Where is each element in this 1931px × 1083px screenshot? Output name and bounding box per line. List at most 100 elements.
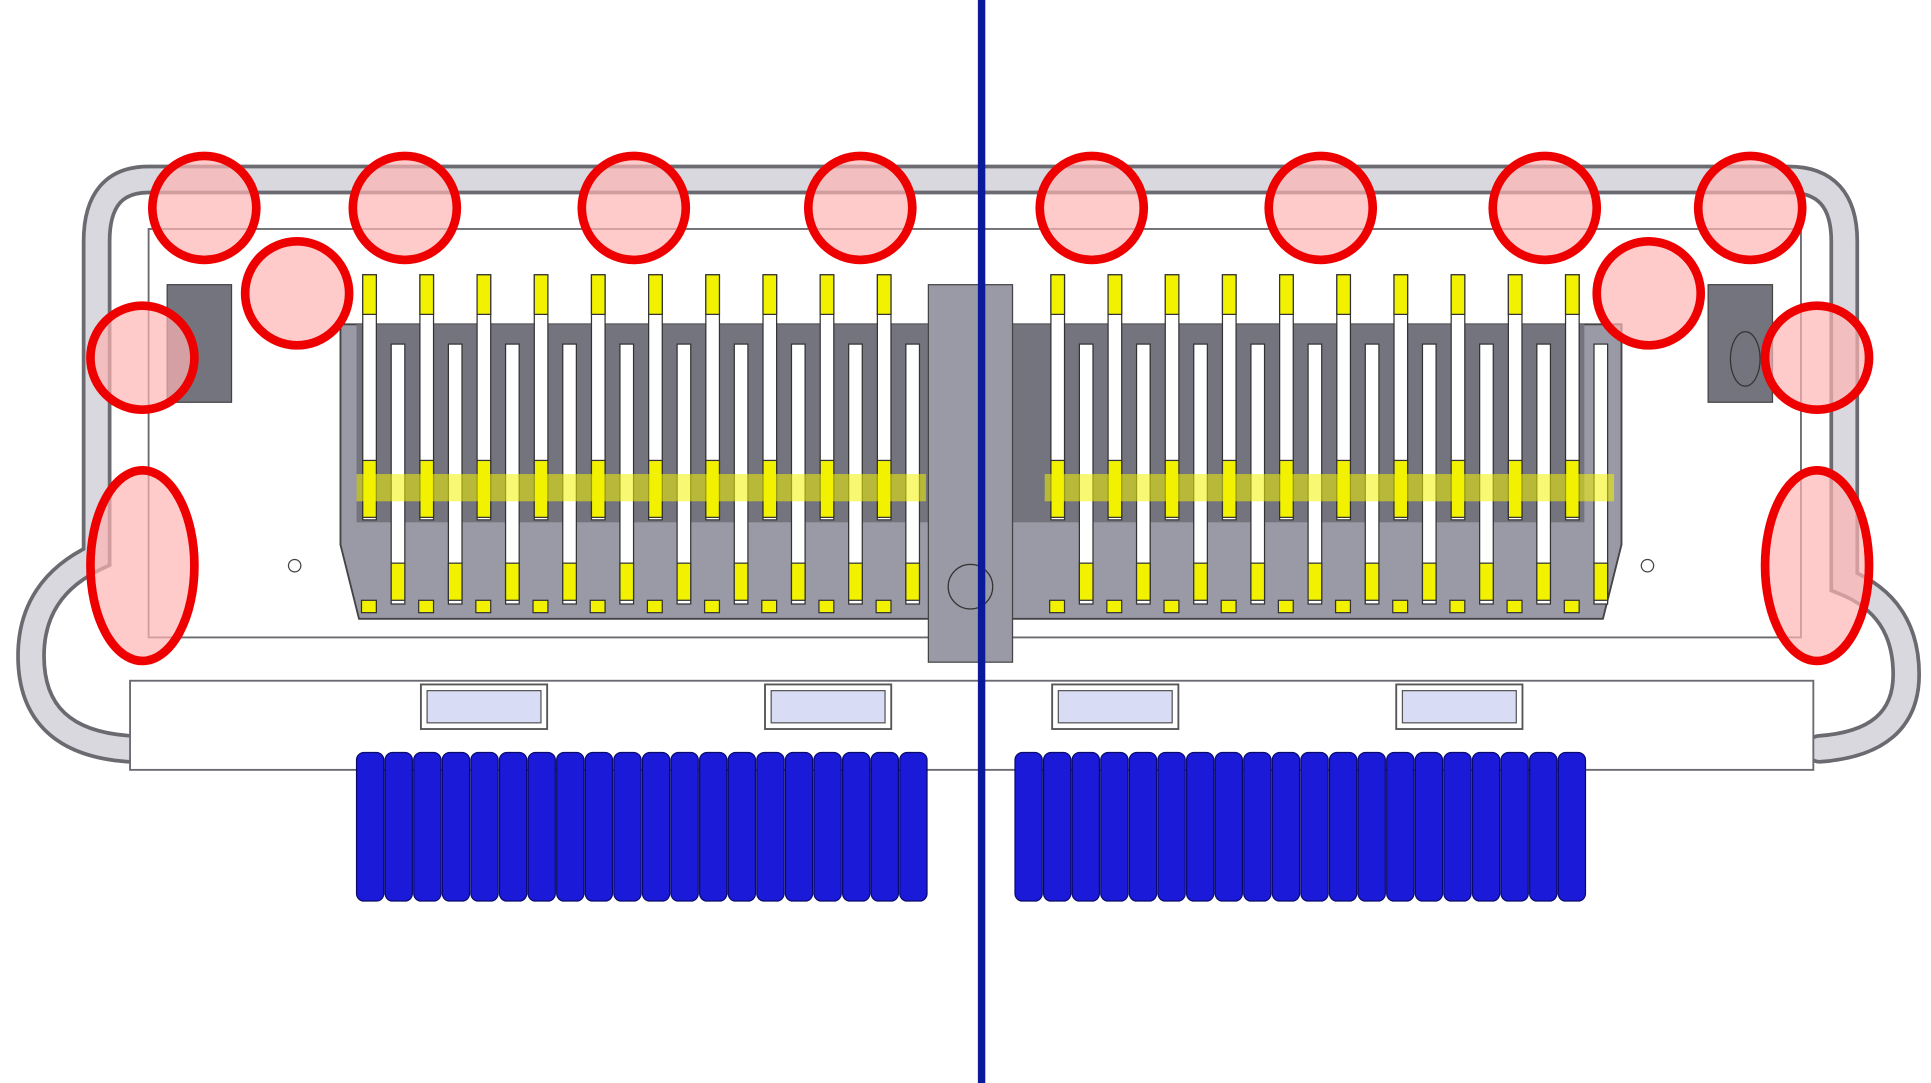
fin xyxy=(1271,751,1301,902)
fin xyxy=(1443,751,1472,902)
fin xyxy=(841,751,871,902)
pin-pad xyxy=(1334,599,1352,614)
highlight-circle xyxy=(1488,151,1602,265)
pin-pad xyxy=(1506,599,1523,614)
pin-pad xyxy=(1106,599,1123,614)
fin xyxy=(1557,751,1587,902)
right-block xyxy=(1707,284,1774,403)
fin xyxy=(1471,751,1501,902)
pin-foot xyxy=(733,562,749,601)
fin xyxy=(1357,751,1386,902)
pin-foot xyxy=(390,562,406,601)
highlight-circles xyxy=(86,151,1874,666)
pin-pad xyxy=(761,599,778,614)
pin-foot xyxy=(790,562,806,601)
fin xyxy=(1100,751,1129,902)
fin xyxy=(699,751,728,902)
fin xyxy=(470,751,499,902)
pin-tip xyxy=(1507,274,1523,315)
highlight-circle xyxy=(1760,301,1874,415)
pin-tip xyxy=(876,274,892,315)
pin-tip xyxy=(1393,274,1409,315)
pin-pad xyxy=(475,599,492,614)
fin xyxy=(1529,751,1558,902)
fin xyxy=(1414,751,1444,902)
pin-foot xyxy=(1078,562,1094,601)
center-boss xyxy=(947,563,994,610)
pin-foot xyxy=(562,562,577,601)
pin-pad xyxy=(1049,599,1066,614)
pin-pad xyxy=(1277,599,1294,614)
fin xyxy=(784,751,814,902)
pin-tip xyxy=(648,274,663,315)
highlight-circle xyxy=(147,151,261,265)
pin-pad xyxy=(1163,599,1180,614)
fin xyxy=(727,751,757,902)
fin xyxy=(813,751,842,902)
pin-pad xyxy=(646,599,663,614)
pin-tip xyxy=(705,274,721,315)
pin-foot xyxy=(1593,562,1609,601)
fin xyxy=(870,751,900,902)
pin-foot xyxy=(504,562,520,601)
pin-tip xyxy=(1107,274,1123,315)
pin-foot xyxy=(1193,562,1208,601)
pin-tip xyxy=(762,274,778,315)
pin-tip xyxy=(476,274,492,315)
highlight-circle xyxy=(1693,151,1807,265)
pin-foot xyxy=(619,562,635,601)
screw-hole xyxy=(1640,558,1655,573)
fin xyxy=(1300,751,1329,902)
pin-pad xyxy=(532,599,549,614)
pin-foot xyxy=(1307,562,1323,601)
fin xyxy=(498,751,528,902)
pin-pad xyxy=(418,599,435,614)
pin-foot xyxy=(676,562,692,601)
pin-pad xyxy=(1449,599,1466,614)
pin-tip xyxy=(590,274,606,315)
fin xyxy=(1014,751,1043,902)
fin xyxy=(1386,751,1415,902)
fin xyxy=(1071,751,1101,902)
fin xyxy=(413,751,442,902)
fin xyxy=(384,751,413,902)
pin-tip xyxy=(362,274,377,315)
pin-tip xyxy=(1221,274,1237,315)
pin-pad xyxy=(1563,599,1580,614)
pin-foot xyxy=(905,562,921,601)
connector-housing xyxy=(166,284,1774,663)
highlight-circle xyxy=(240,237,354,350)
fin xyxy=(441,751,471,902)
fin xyxy=(756,751,785,902)
pin-pad xyxy=(1392,599,1409,614)
highlight-circle xyxy=(1035,151,1149,265)
pin-foot xyxy=(1536,562,1552,601)
right-oval xyxy=(1729,331,1761,387)
fin xyxy=(1328,751,1358,902)
pin-foot xyxy=(1364,562,1380,601)
fin xyxy=(613,751,642,902)
pin-pad xyxy=(1220,599,1237,614)
pin-band xyxy=(1044,474,1615,502)
pin-tip xyxy=(1279,274,1294,315)
pin-tip xyxy=(533,274,549,315)
highlight-circle xyxy=(1264,151,1378,265)
fin xyxy=(1157,751,1186,902)
highlight-circle xyxy=(86,301,199,415)
fin xyxy=(1243,751,1272,902)
pin-pad xyxy=(589,599,606,614)
fin xyxy=(899,751,928,902)
latch-slot xyxy=(1057,690,1173,724)
highlight-circle xyxy=(1592,237,1706,350)
pin-tip xyxy=(1564,274,1580,315)
pin-pad xyxy=(818,599,835,614)
contact-pins xyxy=(356,274,1615,614)
pin-tip xyxy=(1336,274,1352,315)
highlight-circle xyxy=(86,465,199,666)
cable-fins xyxy=(355,751,1587,902)
latch-slot xyxy=(426,690,542,724)
pin-foot xyxy=(1479,562,1494,601)
pin-pad xyxy=(703,599,721,614)
highlight-circle xyxy=(1760,465,1874,666)
